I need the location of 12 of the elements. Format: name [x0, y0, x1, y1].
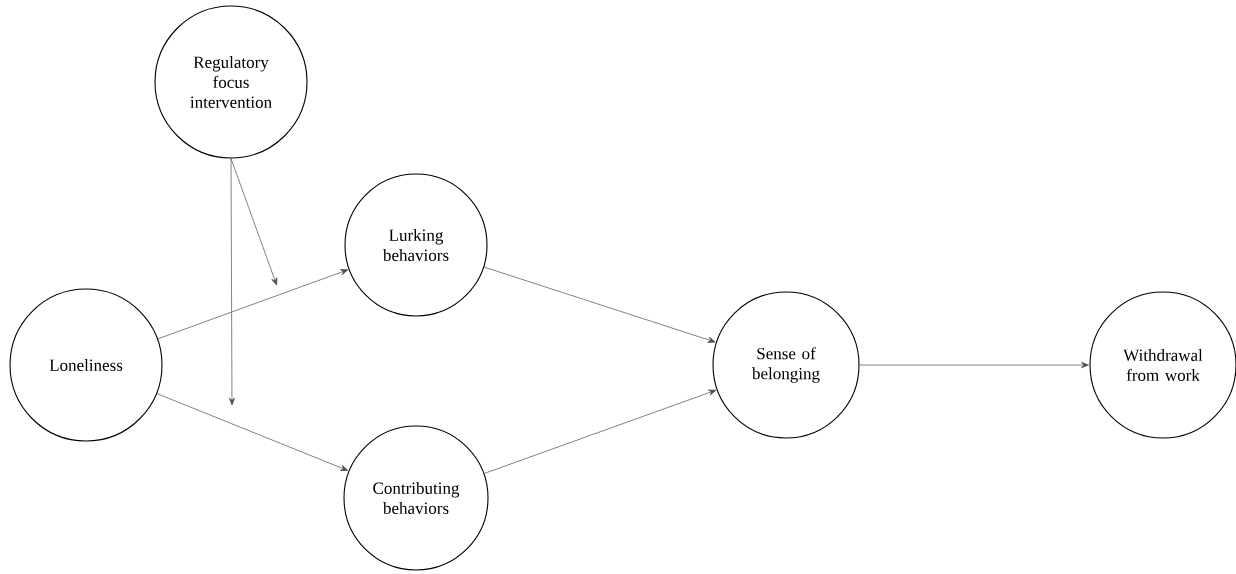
circle-node: Loneliness [9, 288, 163, 442]
circle-node: Contributing behaviors [343, 425, 489, 571]
circle-node: Regulatory focus intervention [154, 5, 308, 159]
circle-node: Lurking behaviors [344, 173, 488, 317]
arrow [483, 266, 716, 343]
circle-node: Sense of belonging [712, 291, 860, 439]
arrow [156, 393, 349, 471]
arrow [157, 269, 349, 340]
arrow [230, 158, 278, 286]
arrow [483, 389, 717, 474]
arrow [228, 158, 236, 406]
arrow [859, 361, 1089, 369]
